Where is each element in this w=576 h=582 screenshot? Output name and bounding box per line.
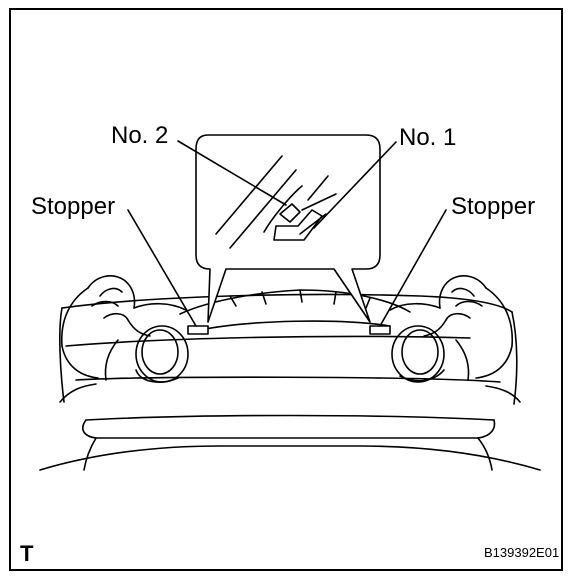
leader-no2 xyxy=(177,140,287,206)
right-hand xyxy=(389,275,514,381)
callout-bubble xyxy=(195,134,381,323)
label-no2: No. 2 xyxy=(111,122,169,149)
leader-stopper-right xyxy=(379,209,447,327)
stopper-right xyxy=(369,325,391,335)
suction-cup-left xyxy=(135,325,189,383)
label-stopper-left: Stopper xyxy=(31,193,116,220)
stopper-left xyxy=(187,325,209,335)
illustration-frame xyxy=(9,8,563,571)
corner-mark: T xyxy=(20,541,34,566)
label-no1: No. 1 xyxy=(399,124,457,151)
figure-code: B139392E01 xyxy=(484,545,560,560)
suction-cup-right xyxy=(391,325,445,383)
leader-lines xyxy=(127,140,447,327)
leader-no1 xyxy=(313,141,397,229)
stopper-detail xyxy=(215,155,337,249)
left-hand xyxy=(60,275,187,381)
leader-stopper-left xyxy=(127,209,197,327)
label-stopper-right: Stopper xyxy=(451,193,536,220)
